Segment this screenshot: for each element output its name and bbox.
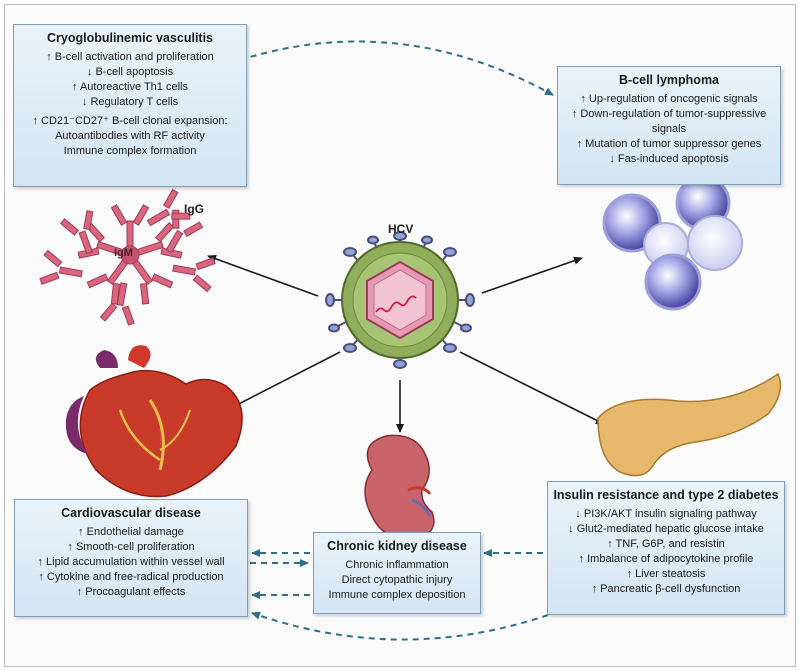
box-line: ↑ Autoreactive Th1 cells: [72, 81, 188, 93]
box-line: ↑ B-cell activation and proliferation: [46, 51, 214, 63]
pancreas-icon: [597, 372, 782, 477]
box-title: Insulin resistance and type 2 diabetes: [553, 488, 779, 502]
box-line: ↓ B-cell apoptosis: [86, 66, 174, 78]
insulin-resistance-diabetes-box: Insulin resistance and type 2 diabetes ↓…: [547, 481, 785, 615]
box-line: ↑ Endothelial damage: [78, 526, 184, 538]
cryoglobulinemic-vasculitis-box: Cryoglobulinemic vasculitis ↑ B-cell act…: [13, 24, 247, 187]
box-line: ↓ Fas-induced apoptosis: [609, 153, 729, 165]
box-line: ↑ Down-regulation of tumor-suppressive: [571, 108, 767, 120]
antibody-cluster-icon: [39, 188, 216, 326]
box-line: ↑ Smooth-cell proliferation: [67, 541, 195, 553]
box-line: Immune complex deposition: [328, 589, 466, 601]
box-line: ↓ Glut2-mediated hepatic glucose intake: [568, 523, 764, 535]
box-line: ↑ Lipid accumulation within vessel wall: [37, 556, 225, 568]
kidney-icon: [364, 434, 435, 540]
box-line: Chronic inflammation: [345, 559, 449, 571]
arrow-hcv-to-lymphocytes: [481, 256, 583, 294]
box-line: ↑ TNF, G6P, and resistin: [607, 538, 725, 550]
box-line: ↓ Regulatory T cells: [81, 96, 179, 108]
igm-label: IgM: [114, 247, 133, 259]
box-line: ↑ Cytokine and free-radical production: [38, 571, 224, 583]
box-title: Cryoglobulinemic vasculitis: [46, 31, 213, 45]
dashed-arrow-diabetes-to-cardio: [251, 611, 549, 641]
heart-icon: [65, 345, 243, 498]
box-line: Direct cytopathic injury: [341, 574, 453, 586]
box-line: ↑ Procoagulant effects: [76, 586, 186, 598]
box-title: B-cell lymphoma: [618, 73, 720, 87]
box-line: Immune complex formation: [63, 145, 197, 157]
hcv-label: HCV: [388, 222, 414, 236]
lymphocytes-icon: [602, 175, 743, 311]
arrow-hcv-to-pancreas: [459, 351, 605, 425]
chronic-kidney-disease-box: Chronic kidney disease Chronic inflammat…: [313, 532, 481, 614]
dashed-arrow-cryo-to-lymphoma: [239, 40, 554, 96]
b-cell-lymphoma-box: B-cell lymphoma ↑ Up-regulation of oncog…: [557, 66, 781, 185]
box-line: ↑ Mutation of tumor suppressor genes: [576, 138, 762, 150]
box-line: ↑ Up-regulation of oncogenic signals: [580, 93, 758, 105]
box-line: ↑ Pancreatic β-cell dysfunction: [591, 583, 741, 595]
box-title: Cardiovascular disease: [61, 506, 201, 520]
box-line: Autoantibodies with RF activity: [55, 130, 205, 142]
igg-label: IgG: [184, 202, 204, 216]
box-line: signals: [651, 123, 687, 135]
box-line: ↑ Imbalance of adipocytokine profile: [578, 553, 754, 565]
arrow-hcv-to-antibodies: [207, 254, 319, 297]
cardiovascular-disease-box: Cardiovascular disease ↑ Endothelial dam…: [14, 499, 248, 617]
box-line: ↑ CD21⁻CD27⁺ B-cell clonal expansion:: [32, 115, 228, 127]
box-title: Chronic kidney disease: [327, 539, 467, 553]
hcv-virus-icon: [325, 231, 475, 369]
box-line: ↑ Liver steatosis: [626, 568, 706, 580]
box-line: ↓ PI3K/AKT insulin signaling pathway: [575, 508, 757, 520]
